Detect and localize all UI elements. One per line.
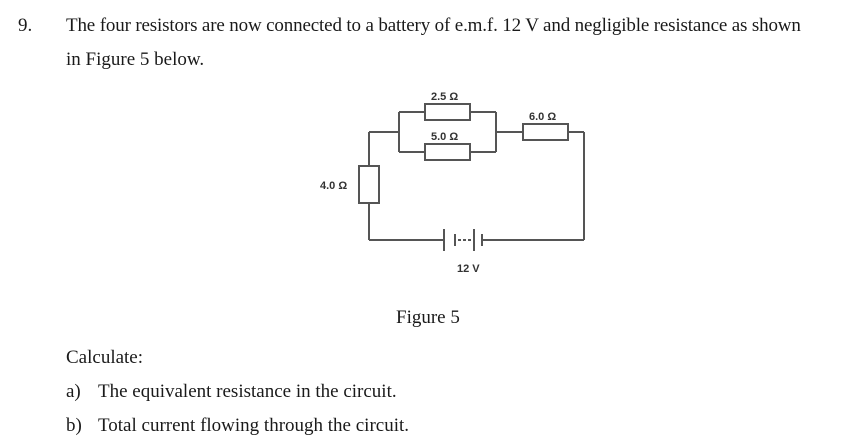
resistor-2-5-ohm	[424, 103, 471, 121]
calculate-heading: Calculate:	[66, 347, 144, 368]
resistor-5-ohm-label: 5.0 Ω	[431, 131, 458, 143]
question-text-line-2: in Figure 5 below.	[66, 49, 205, 70]
figure-caption: Figure 5	[396, 307, 460, 328]
question-text-line-1: The four resistors are now connected to …	[66, 15, 801, 36]
task-b-label: b)	[66, 415, 82, 436]
task-b-text: Total current flowing through the circui…	[98, 415, 410, 436]
resistor-5-ohm	[424, 143, 471, 161]
question-number: 9.	[18, 15, 33, 36]
resistor-4-ohm-label: 4.0 Ω	[320, 180, 347, 192]
task-a-text: The equivalent resistance in the circuit…	[98, 381, 397, 402]
resistor-6-ohm-label: 6.0 Ω	[529, 111, 556, 123]
task-a-label: a)	[66, 381, 81, 402]
resistor-4-ohm	[358, 165, 380, 204]
battery-icon	[443, 229, 483, 251]
battery-label: 12 V	[457, 263, 480, 275]
resistor-6-ohm	[522, 123, 569, 141]
resistor-2-5-ohm-label: 2.5 Ω	[431, 91, 458, 103]
